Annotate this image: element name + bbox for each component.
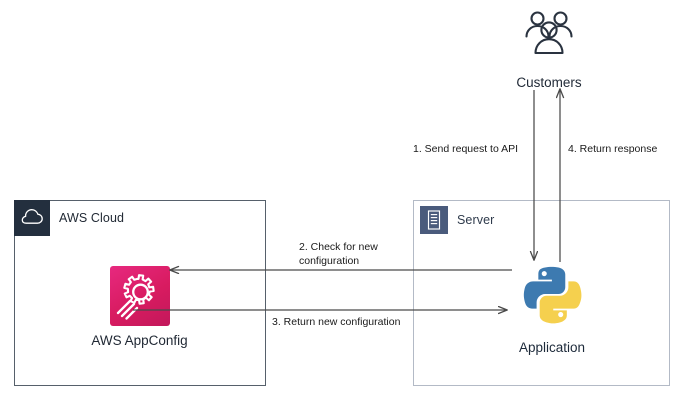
cloud-icon [14, 200, 50, 236]
connector-label-return-response: 4. Return response [568, 143, 658, 155]
users-group-icon [518, 8, 580, 65]
node-customers: Customers [494, 8, 604, 90]
connector-label-send-request: 1. Send request to API [413, 143, 519, 155]
aws-cloud-group-box [14, 200, 266, 386]
node-application: Application [497, 264, 607, 355]
connector-label-return-configuration: 3. Return new configuration [272, 316, 401, 328]
aws-cloud-group-header: AWS Cloud [14, 200, 124, 236]
server-rack-icon [420, 206, 448, 234]
server-group-box [413, 200, 670, 386]
node-application-label: Application [518, 340, 586, 355]
aws-cloud-group-label: AWS Cloud [59, 211, 125, 225]
node-aws-appconfig: AWS AppConfig [72, 266, 207, 348]
node-customers-label: Customers [516, 75, 582, 90]
python-logo-icon [521, 264, 583, 331]
appconfig-gear-icon [109, 266, 170, 326]
server-group-header: Server [420, 206, 494, 234]
node-aws-appconfig-label: AWS AppConfig [91, 333, 188, 348]
connector-label-check-configuration: 2. Check for new configuration [299, 241, 378, 267]
server-group-label: Server [457, 213, 495, 227]
